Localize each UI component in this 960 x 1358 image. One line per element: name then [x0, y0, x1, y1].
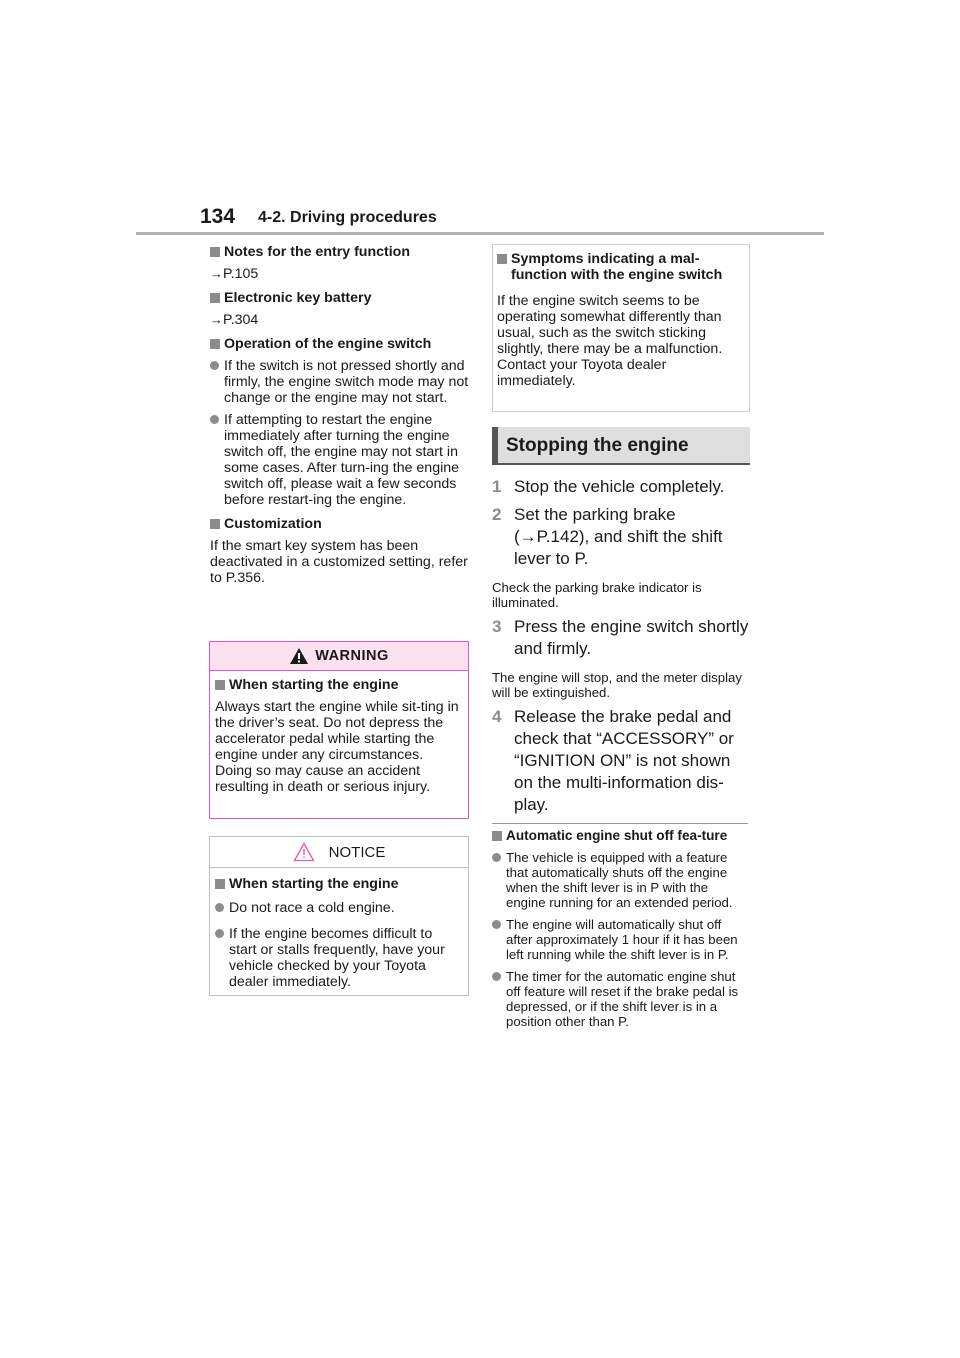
warning-subtitle: When starting the engine [215, 677, 463, 693]
step-item: 4 Release the brake pedal and check that… [492, 706, 750, 816]
warning-header: WARNING [210, 642, 468, 671]
square-bullet-icon [210, 293, 220, 303]
section-title: 4-2. Driving procedures [258, 209, 437, 226]
notice-box: NOTICE When starting the engine Do not r… [209, 836, 469, 996]
square-bullet-icon [210, 247, 220, 257]
notice-label: NOTICE [328, 843, 386, 861]
round-bullet-icon [210, 415, 219, 424]
square-bullet-icon [210, 339, 220, 349]
step-note: The engine will stop, and the meter disp… [492, 670, 742, 700]
warning-label: WARNING [315, 648, 389, 664]
notice-header: NOTICE [210, 837, 468, 868]
warning-text-consequence: Doing so may cause an accident resulting… [215, 763, 431, 795]
step-text: Set the parking brake (→P.142), and shif… [514, 505, 723, 568]
header-rule [136, 232, 824, 235]
symptoms-box: Symptoms indicating a mal-function with … [492, 244, 750, 412]
arrow-right-icon: → [210, 266, 223, 281]
round-bullet-icon [215, 929, 224, 938]
page-number: 134 [200, 205, 236, 228]
step-number: 1 [492, 477, 502, 496]
battery-heading: Electronic key battery [210, 290, 470, 306]
square-bullet-icon [210, 519, 220, 529]
round-bullet-icon [492, 972, 501, 981]
round-bullet-icon [492, 920, 501, 929]
round-bullet-icon [210, 361, 219, 370]
step-text: Press the engine switch shortly and firm… [514, 617, 749, 658]
list-item: If attempting to restart the engine imme… [210, 412, 470, 508]
list-item: The vehicle is equipped with a feature t… [492, 850, 750, 910]
customization-text: If the smart key system has been deactiv… [210, 538, 468, 586]
list-item: Do not race a cold engine. [215, 900, 463, 916]
step-number: 3 [492, 617, 502, 636]
step-text: Stop the vehicle completely. [514, 477, 725, 496]
step-item: 3 Press the engine switch shortly and fi… [492, 616, 750, 660]
warning-box: WARNING When starting the engine Always … [209, 641, 469, 819]
warning-text: Always start the engine while sit-ting i… [215, 699, 459, 763]
list-item: The engine will automatically shut off a… [492, 917, 750, 962]
step-item: 2 Set the parking brake (→P.142), and sh… [492, 504, 750, 570]
section-divider [492, 823, 748, 824]
list-item: The timer for the automatic engine shut … [492, 969, 750, 1029]
step-item: 1 Stop the vehicle completely. [492, 476, 750, 498]
notice-subtitle: When starting the engine [215, 876, 463, 892]
symptoms-heading: Symptoms indicating a mal-function with … [497, 251, 745, 283]
list-item: If the switch is not pressed shortly and… [210, 358, 470, 406]
arrow-right-icon: → [210, 312, 223, 327]
list-item: If the engine becomes difficult to start… [215, 926, 463, 990]
warning-triangle-icon [290, 648, 309, 664]
round-bullet-icon [492, 853, 501, 862]
stopping-engine-heading: Stopping the engine [492, 427, 750, 465]
square-bullet-icon [492, 831, 502, 841]
entry-notes-heading: Notes for the entry function [210, 244, 470, 260]
step-text: Release the brake pedal and check that “… [514, 707, 734, 814]
page-header: 134 4-2. Driving procedures [200, 205, 824, 237]
stopping-steps: 1 Stop the vehicle completely. 2 Set the… [492, 470, 750, 816]
customization-heading: Customization [210, 516, 470, 532]
step-number: 4 [492, 707, 502, 726]
left-column: Notes for the entry function →P.105 Elec… [210, 244, 470, 586]
round-bullet-icon [215, 903, 224, 912]
step-number: 2 [492, 505, 502, 524]
entry-notes-reference[interactable]: →P.105 [210, 266, 259, 282]
battery-reference[interactable]: →P.304 [210, 312, 259, 328]
operation-heading: Operation of the engine switch [210, 336, 470, 352]
caution-triangle-icon [293, 842, 315, 862]
square-bullet-icon [215, 879, 225, 889]
auto-shutoff-heading: Automatic engine shut off fea-ture [492, 828, 750, 843]
symptoms-text: If the engine switch seems to be operati… [497, 293, 723, 389]
square-bullet-icon [497, 254, 507, 264]
square-bullet-icon [215, 680, 225, 690]
auto-shutoff-section: Automatic engine shut off fea-ture The v… [492, 828, 750, 1029]
step-note: Check the parking brake indicator is ill… [492, 580, 702, 610]
